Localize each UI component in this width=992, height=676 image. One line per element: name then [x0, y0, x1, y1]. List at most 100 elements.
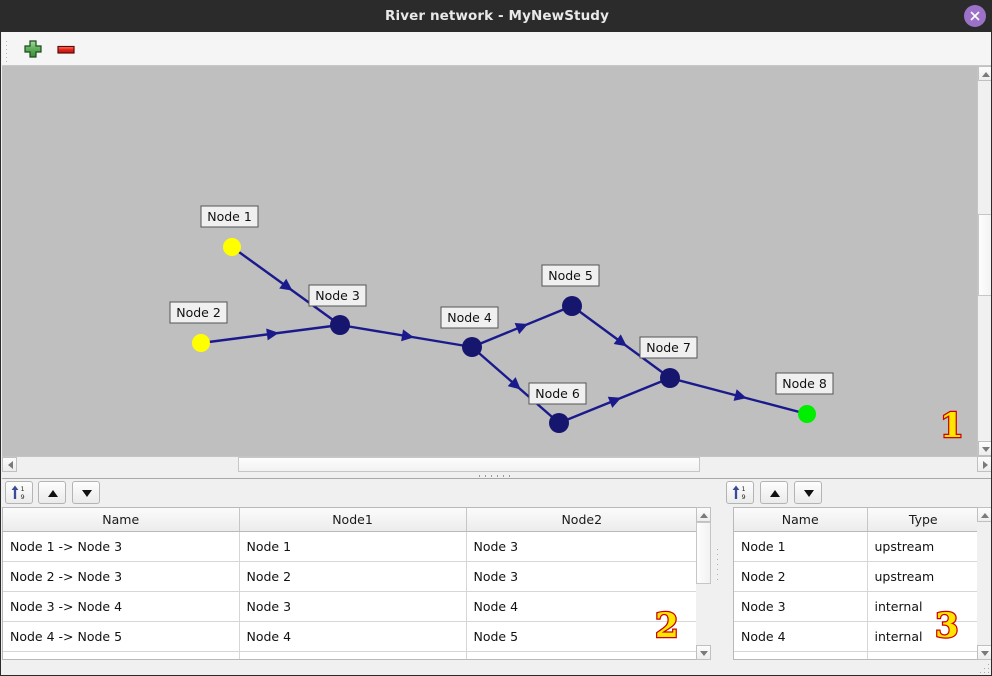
- node-node1[interactable]: Node 1: [200, 205, 259, 256]
- scroll-up-button[interactable]: [978, 66, 991, 81]
- cell-name[interactable]: Node 4: [734, 621, 868, 652]
- node-marker[interactable]: [462, 337, 482, 357]
- node-node4[interactable]: Node 4: [440, 306, 499, 357]
- cell-empty[interactable]: [239, 651, 467, 659]
- table-row-partial[interactable]: [734, 651, 979, 659]
- node-marker[interactable]: [330, 315, 350, 335]
- edge-Node5-to-Node7[interactable]: [571, 305, 671, 379]
- node-marker[interactable]: [223, 238, 241, 256]
- edge-Node2-to-Node3[interactable]: [200, 323, 341, 345]
- resize-grip[interactable]: [980, 664, 989, 673]
- node-node7[interactable]: Node 7: [639, 336, 698, 388]
- table-row[interactable]: Node 4 -> Node 5 Node 4 Node 5: [3, 621, 697, 652]
- node-marker[interactable]: [660, 368, 680, 388]
- cell-node2[interactable]: Node 3: [466, 531, 697, 562]
- node-marker[interactable]: [562, 296, 582, 316]
- close-icon[interactable]: [964, 5, 986, 27]
- table-row[interactable]: Node 1 -> Node 3 Node 1 Node 3: [3, 531, 697, 562]
- node-label-box[interactable]: [775, 372, 834, 395]
- cell-node2[interactable]: Node 5: [466, 621, 697, 652]
- table-row[interactable]: Node 3 -> Node 4 Node 3 Node 4: [3, 591, 697, 622]
- edge-Node3-to-Node4[interactable]: [339, 323, 473, 349]
- cell-name[interactable]: Node 1: [734, 531, 868, 562]
- node-node8[interactable]: Node 8: [775, 372, 834, 423]
- sort-icon[interactable]: 1 9: [5, 481, 33, 504]
- edge-Node4-to-Node6[interactable]: [471, 346, 560, 424]
- move-up-button[interactable]: [38, 481, 66, 504]
- node-marker[interactable]: [549, 413, 569, 433]
- cell-name[interactable]: Node 3 -> Node 4: [3, 591, 240, 622]
- nodes-table[interactable]: Name Type Node 1 upstream Node 2 upstrea…: [733, 507, 980, 660]
- node-node6[interactable]: Node 6: [528, 382, 587, 433]
- canvas-h-scroll-thumb[interactable]: [238, 457, 700, 472]
- edge-Node4-to-Node5[interactable]: [471, 304, 573, 349]
- cell-type[interactable]: internal: [867, 591, 979, 622]
- table-row[interactable]: Node 2 upstream: [734, 561, 979, 592]
- column-header-name[interactable]: Name: [3, 508, 240, 532]
- table-row[interactable]: Node 3 internal: [734, 591, 979, 622]
- cell-node1[interactable]: Node 3: [239, 591, 467, 622]
- column-header-name[interactable]: Name: [734, 508, 868, 532]
- cell-name[interactable]: Node 3: [734, 591, 868, 622]
- canvas-vertical-scrollbar[interactable]: [977, 66, 991, 456]
- toolbar-grip[interactable]: [5, 38, 10, 62]
- table-row[interactable]: Node 1 upstream: [734, 531, 979, 562]
- move-down-button[interactable]: [72, 481, 100, 504]
- reaches-scroll-thumb[interactable]: [696, 522, 711, 584]
- scroll-down-button[interactable]: [978, 441, 991, 456]
- cell-node2[interactable]: Node 4: [466, 591, 697, 622]
- reaches-table-scrollbar[interactable]: [696, 507, 711, 660]
- cell-name[interactable]: Node 1 -> Node 3: [3, 531, 240, 562]
- canvas-v-scroll-thumb[interactable]: [978, 214, 991, 296]
- column-header-node1[interactable]: Node1: [239, 508, 467, 532]
- scroll-up-button[interactable]: [696, 507, 711, 522]
- cell-node1[interactable]: Node 2: [239, 561, 467, 592]
- cell-empty[interactable]: [734, 651, 868, 659]
- column-header-type[interactable]: Type: [867, 508, 979, 532]
- edge-Node6-to-Node7[interactable]: [558, 376, 671, 425]
- node-label-box[interactable]: [528, 382, 587, 405]
- cell-node1[interactable]: Node 4: [239, 621, 467, 652]
- cell-type[interactable]: upstream: [867, 561, 979, 592]
- reaches-table[interactable]: Name Node1 Node2 Node 1 -> Node 3 Node 1…: [2, 507, 698, 660]
- node-label-box[interactable]: [200, 205, 259, 228]
- sort-icon[interactable]: 1 9: [726, 481, 754, 504]
- node-node5[interactable]: Node 5: [541, 264, 600, 316]
- minus-icon[interactable]: [53, 36, 79, 62]
- table-row-partial[interactable]: [3, 651, 697, 659]
- cell-empty[interactable]: [3, 651, 240, 659]
- table-row[interactable]: Node 2 -> Node 3 Node 2 Node 3: [3, 561, 697, 592]
- node-label-box[interactable]: [541, 264, 600, 287]
- scroll-down-button[interactable]: [977, 645, 991, 660]
- node-label-box[interactable]: [169, 301, 228, 324]
- edge-Node7-to-Node8[interactable]: [669, 376, 808, 416]
- cell-type[interactable]: internal: [867, 621, 979, 652]
- node-label-box[interactable]: [308, 284, 367, 307]
- cell-node2[interactable]: Node 3: [466, 561, 697, 592]
- cell-node1[interactable]: Node 1: [239, 531, 467, 562]
- node-marker[interactable]: [192, 334, 210, 352]
- cell-empty[interactable]: [867, 651, 979, 659]
- cell-name[interactable]: Node 2: [734, 561, 868, 592]
- scroll-right-button[interactable]: [977, 456, 991, 472]
- splitter-handle[interactable]: [2, 472, 991, 479]
- scroll-up-button[interactable]: [977, 507, 991, 522]
- canvas-horizontal-scrollbar[interactable]: [2, 456, 977, 472]
- move-up-button[interactable]: [760, 481, 788, 504]
- table-row[interactable]: Node 4 internal: [734, 621, 979, 652]
- nodes-table-scrollbar[interactable]: [977, 507, 991, 660]
- scroll-left-button[interactable]: [2, 457, 17, 472]
- plus-icon[interactable]: [20, 36, 46, 62]
- node-label-box[interactable]: [440, 306, 499, 329]
- cell-type[interactable]: upstream: [867, 531, 979, 562]
- column-header-node2[interactable]: Node2: [466, 508, 697, 532]
- node-label-box[interactable]: [639, 336, 698, 359]
- scroll-down-button[interactable]: [696, 645, 711, 660]
- node-node2[interactable]: Node 2: [169, 301, 228, 352]
- cell-empty[interactable]: [466, 651, 697, 659]
- edge-Node1-to-Node3[interactable]: [231, 246, 341, 326]
- panel-splitter-grip[interactable]: [716, 549, 720, 583]
- cell-name[interactable]: Node 4 -> Node 5: [3, 621, 240, 652]
